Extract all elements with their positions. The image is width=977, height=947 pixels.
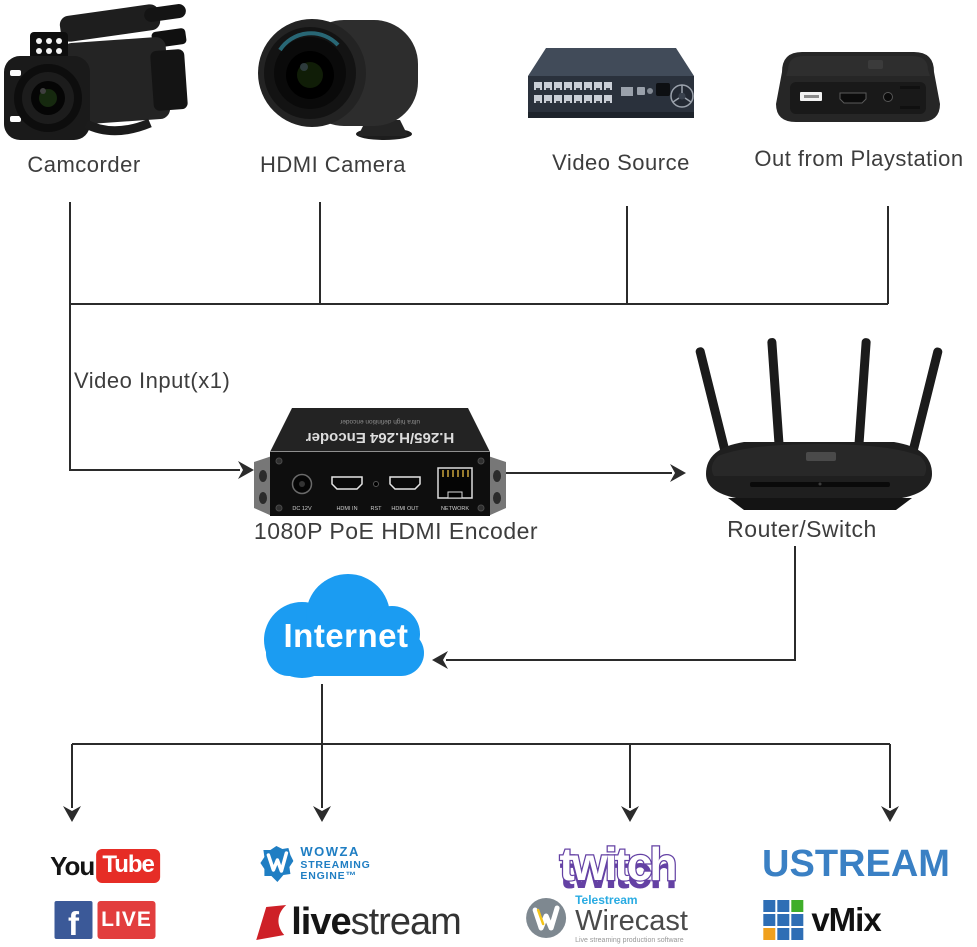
internet-label: Internet: [283, 617, 409, 654]
vmix-grid-icon: [763, 900, 804, 940]
ustream-logo: USTREAM: [762, 843, 950, 885]
facebook-icon: f: [54, 901, 93, 940]
playstation-label: Out from Playstation: [754, 146, 964, 171]
hdmi-encoder-image: ultra high definition encoder H.265/H.26…: [254, 408, 506, 516]
hdmi-camera-image: [258, 19, 418, 140]
encoder-label: 1080P PoE HDMI Encoder: [253, 518, 539, 544]
encoder-top-subtitle: ultra high definition encoder: [339, 418, 420, 425]
wowza-line1: WOWZA: [300, 844, 360, 859]
twitch-shadow-text: twitch: [560, 846, 676, 898]
hdmi-out-port: [389, 476, 421, 490]
facebook-live-logo: f LIVE: [54, 901, 156, 940]
reset-button: [373, 481, 379, 487]
port-label-rst: RST: [371, 506, 383, 512]
ethernet-ports: [534, 82, 612, 103]
port-label-dc: DC 12V: [292, 506, 312, 512]
video-source-label: Video Source: [552, 150, 690, 175]
youtube-tube-badge: Tube: [96, 849, 160, 883]
hdmi-camera-label: HDMI Camera: [259, 152, 407, 177]
wowza-icon: [260, 846, 294, 883]
port-label-hdmi-out: HDMI OUT: [391, 506, 419, 512]
wirecast-tagline: Live streaming production software: [575, 936, 684, 944]
router-antennas: [695, 338, 943, 455]
wowza-line2: STREAMING: [300, 858, 371, 871]
telestream-text: Telestream: [575, 893, 638, 907]
livestream-live-text: live: [291, 901, 351, 943]
router-image: [695, 338, 943, 510]
live-badge: LIVE: [97, 901, 156, 939]
playstation-box-image: [776, 52, 940, 122]
livestream-stream-text: stream: [350, 901, 462, 943]
vmix-name: vMix: [811, 901, 881, 938]
internet-cloud-icon: [264, 574, 424, 678]
wirecast-logo: Telestream Wirecast Live streaming produ…: [524, 893, 688, 944]
wowza-logo: WOWZA STREAMING ENGINE™: [259, 844, 371, 883]
livestream-logo: livestream: [253, 901, 462, 943]
camcorder-label: Camcorder: [27, 152, 141, 177]
camcorder-led-light: [36, 38, 62, 54]
youtube-you-text: You: [50, 850, 95, 881]
video-source-image: [528, 48, 694, 118]
camcorder-image: [4, 4, 188, 140]
wirecast-icon: [526, 898, 567, 939]
youtube-logo: You Tube: [50, 849, 160, 883]
vmix-logo: vMix: [763, 900, 882, 940]
encoder-top-title: H.265/H.264 Encoder: [306, 429, 455, 446]
twitch-wordmark: twitch: [560, 838, 676, 890]
twitch-logo: twitch twitch: [558, 837, 679, 898]
video-input-label: Video Input(x1): [74, 368, 231, 393]
hdmi-port: [839, 92, 867, 104]
port-label-network: NETWORK: [441, 506, 469, 512]
wowza-line3: ENGINE™: [300, 870, 357, 883]
livestream-icon: [256, 905, 287, 940]
router-label: Router/Switch: [727, 516, 877, 542]
hdmi-in-port: [331, 476, 363, 490]
wirecast-name: Wirecast: [575, 905, 688, 937]
port-label-hdmi-in: HDMI IN: [336, 506, 357, 512]
